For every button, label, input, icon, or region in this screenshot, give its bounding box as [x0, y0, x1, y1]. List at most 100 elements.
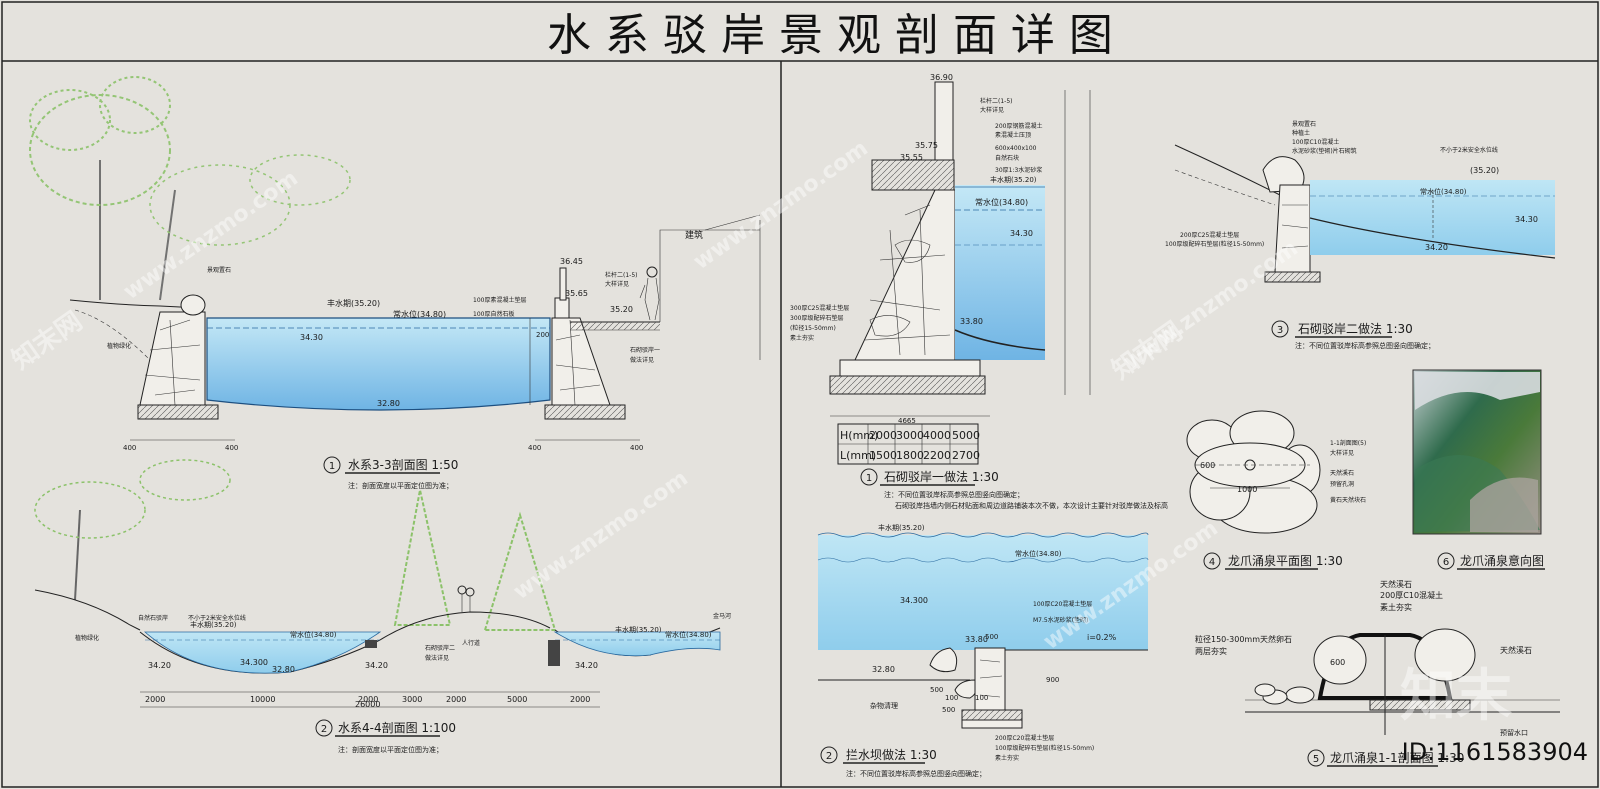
d4-caption: 龙爪涌泉平面图 1:30 [1228, 554, 1343, 568]
d4-label-stone: 天然溪石 [1330, 469, 1354, 477]
s1-label-railing-ref: 大样详见 [605, 280, 629, 288]
d2-level-34300: 34.300 [900, 596, 928, 605]
d5-label-stone2: 天然溪石 [1500, 645, 1532, 655]
s2-level-flood: 丰水期(35.20) [190, 620, 237, 629]
d2-level-normal: 常水位(34.80) [1015, 549, 1062, 558]
d1-label-size: 600x400x100 [995, 145, 1037, 152]
d1-number: 1 [866, 473, 872, 484]
d6-caption: 龙爪涌泉意向图 [1460, 553, 1544, 568]
d5-caption: 龙爪涌泉1-1剖面图 1:30 [1330, 751, 1464, 765]
d4-number: 4 [1209, 557, 1215, 568]
d5-dim-height: 600 [1330, 658, 1345, 667]
s2-dim-7: 2000 [570, 695, 590, 704]
s2-caption: 水系4-4剖面图 1:100 [338, 721, 456, 735]
s2-level-3280: 32.80 [272, 665, 295, 674]
s1-level-normal: 常水位(34.80) [393, 309, 446, 319]
s1-dim-a: 400 [123, 444, 136, 452]
d3-number-circle [1271, 320, 1289, 338]
d1-label-rc: 200厚钢筋混凝土 [995, 122, 1042, 130]
d1-level-3430: 34.30 [1010, 229, 1033, 238]
d4-label-section: 1-1剖面图(5) [1330, 439, 1366, 447]
s1-label-concrete: 100厚素混凝土垫层 [473, 296, 526, 304]
d1-label-soil: 素土夯实 [790, 334, 814, 342]
d2-dim-left2: 500 [942, 706, 955, 714]
fountain-photo [1412, 369, 1542, 535]
d2-label-clean: 杂物清理 [870, 701, 898, 710]
d1-label-c25: 300厚C25混凝土垫层 [790, 304, 849, 312]
tree-icon [34, 459, 231, 601]
d2-dim-b1: 100 [945, 694, 958, 702]
detail-1-drawing [829, 81, 1091, 465]
tree-icon [29, 76, 351, 301]
d3-number: 3 [1277, 325, 1283, 336]
d2-dim-left1: 500 [930, 686, 943, 694]
d3-label-c25: 200厚C25混凝土垫层 [1180, 231, 1239, 239]
detail-4-drawing [1186, 410, 1321, 534]
s1-level-3280: 32.80 [377, 399, 400, 408]
s2-note: 注：剖面宽度以平面定位图为准； [338, 745, 443, 754]
s1-dim-d: 400 [630, 444, 643, 452]
s1-level-flood: 丰水期(35.20) [327, 298, 380, 308]
s2-label-river: 金马河 [713, 612, 731, 620]
d1-dim-total: 4665 [898, 417, 916, 425]
d3-label-mortar: 水泥砂浆(垫砌)片石砌筑 [1292, 147, 1357, 155]
d2-label-c20: 100厚C20混凝土垫层 [1033, 600, 1092, 608]
d5-label-stone: 天然溪石 [1380, 579, 1412, 589]
d2-level-3380: 33.80 [965, 635, 988, 644]
d3-label-gravel: 100厚级配碎石垫层(粒径15-50mm) [1165, 240, 1264, 248]
d2-note: 注：不同位置驳岸标高参照总图竖向图确定； [846, 769, 986, 778]
s2-level-3420c: 34.20 [575, 661, 598, 670]
d3-level-3420: 34.20 [1425, 243, 1448, 252]
id-label: ID:1161583904 [1402, 738, 1588, 766]
d1-table-h: H(mm) [840, 429, 878, 442]
d3-caption: 石砌驳岸二做法 1:30 [1298, 321, 1413, 336]
s1-level-3565: 35.65 [565, 289, 588, 298]
d2-level-flood: 丰水期(35.20) [878, 523, 925, 532]
d1-note-1: 注：不同位置驳岸标高参照总图竖向图确定； [884, 490, 1024, 499]
d5-label-c10: 200厚C10混凝土 [1380, 590, 1443, 600]
d1-table-l2: 1800 [896, 449, 924, 462]
section-2-drawing [34, 459, 721, 708]
s2-label-walk: 人行道 [462, 639, 480, 647]
d2-label-mortar: M7.5水泥砂浆(垫砌) [1033, 616, 1088, 624]
d1-label-cap: 素混凝土压顶 [995, 131, 1031, 139]
d1-table-h2: 3000 [896, 429, 924, 442]
s2-label-bank: 自然石驳岸 [138, 614, 168, 622]
d6-number-circle [1437, 552, 1455, 570]
s1-dim-c: 400 [528, 444, 541, 452]
d1-label-railing-ref: 大样详见 [980, 106, 1004, 114]
d5-label-outlet: 预留水口 [1500, 728, 1528, 737]
s2-label-plants: 植物绿化 [75, 634, 99, 642]
s2-label-safety: 不小于2米安全水位线 [188, 614, 246, 622]
d3-label-safety: 不小于2米安全水位线 [1440, 146, 1498, 154]
s2-label-wall-ref: 做法详见 [425, 654, 449, 662]
d3-label-stone: 景观置石 [1292, 121, 1316, 128]
s1-dim-e: 200 [536, 331, 549, 339]
s2-dim-5: 2000 [446, 695, 466, 704]
d4-number-circle [1203, 552, 1221, 570]
d5-number: 5 [1313, 754, 1319, 765]
d1-number-circle [860, 468, 878, 486]
d1-table-h1: 2000 [869, 429, 897, 442]
s2-dim-total: 26000 [355, 700, 380, 709]
d4-label-ref: 大样详见 [1330, 449, 1354, 457]
s1-dim-b: 400 [225, 444, 238, 452]
person-icon [457, 585, 475, 612]
watermark-logo: 知末 [1400, 664, 1512, 729]
s2-level-3420b: 34.20 [365, 661, 388, 670]
s1-label-plants: 植物绿化 [107, 342, 131, 350]
s2-level-flood2: 丰水期(35.20) [615, 625, 662, 634]
s1-label-stone: 景观置石 [207, 267, 231, 274]
s1-label-slab: 100厚自然石板 [473, 310, 514, 318]
s1-level-3520: 35.20 [610, 305, 633, 314]
d2-level-3280: 32.80 [872, 665, 895, 674]
page-title: 水 系 驳 岸 景 观 剖 面 详 图 [547, 10, 1113, 61]
s1-label-railing: 栏杆二(1-5) [605, 271, 637, 279]
d1-level-3380: 33.80 [960, 317, 983, 326]
d4-label-rock: 黄石天然块石 [1330, 496, 1366, 504]
d2-dim-top: 500 [985, 633, 998, 641]
d1-table-l4: 2700 [952, 449, 980, 462]
d1-level-flood: 丰水期(35.20) [990, 175, 1037, 184]
d2-label-c20b: 200厚C20混凝土垫层 [995, 734, 1054, 742]
